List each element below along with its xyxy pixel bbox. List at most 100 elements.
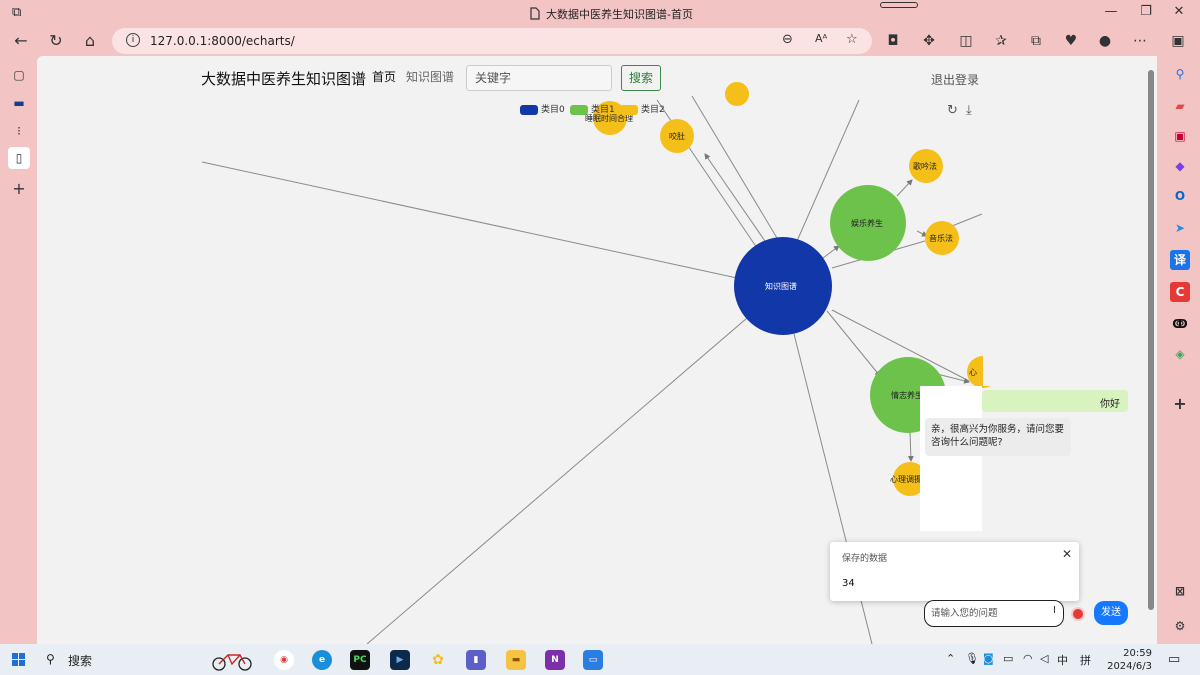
tray-wifi-icon[interactable]: ◠ (1023, 652, 1033, 665)
saved-panel-close-icon[interactable]: ✕ (1062, 547, 1073, 561)
send-button[interactable]: 发送 (1094, 601, 1128, 625)
page-scrollbar[interactable] (1147, 62, 1155, 636)
file-explorer-icon[interactable]: ▬ (506, 650, 526, 670)
nav-home-link[interactable]: 首页 (372, 70, 397, 84)
tray-volume-icon[interactable]: ◁ (1040, 652, 1049, 665)
sidebar-outlook-icon[interactable]: O (1174, 189, 1186, 203)
close-icon[interactable]: ✕ (1173, 4, 1185, 19)
ime-mode-indicator[interactable]: 拼 (1080, 654, 1091, 667)
sidebar-settings-gear-icon[interactable]: ⚙ (1174, 619, 1186, 633)
tab-pill-indicator (880, 2, 918, 8)
edge-icon[interactable]: e (312, 650, 332, 670)
clock-time: 20:59 (1123, 648, 1152, 659)
zoom-icon[interactable]: ⊖ (782, 32, 793, 47)
graph-node-geyin[interactable] (909, 149, 943, 183)
tray-battery-icon[interactable]: ▭ (1003, 652, 1014, 665)
tab-actions-icon[interactable]: ▢ (13, 68, 25, 82)
knowledge-graph[interactable]: 睡眠时间合理 咬肚 知识图谱 娱乐养生 歌吟法 音乐法 情志养生 心 心理调摄 (37, 56, 1157, 644)
visualstudio-icon[interactable]: ▶ (390, 650, 410, 670)
sidebar-briefcase-icon[interactable]: ▣ (1174, 129, 1186, 143)
back-icon[interactable]: ← (14, 31, 28, 50)
tray-app-icon[interactable]: ◙ (983, 652, 994, 665)
taskbar-clock[interactable]: 20:59 2024/6/3 (1106, 647, 1152, 673)
legend-item-1[interactable]: 类目1 (570, 102, 615, 115)
window-titlebar: ⧉ 大数据中医养生知识图谱-首页 — ❐ ✕ (0, 0, 1200, 26)
new-tab-icon[interactable]: + (12, 179, 26, 198)
legend-swatch-2 (620, 104, 638, 115)
graph-node-yaodu[interactable] (660, 119, 694, 153)
pycharm-icon[interactable]: PC (350, 650, 370, 670)
scrollbar-thumb[interactable] (1148, 70, 1154, 610)
split-screen-icon[interactable]: ◫ (959, 33, 973, 49)
chart-download-icon[interactable]: ⤓ (966, 103, 972, 118)
graph-node-center[interactable] (734, 237, 832, 335)
url-text: 127.0.0.1:8000/echarts/ (150, 34, 295, 48)
chrome-icon[interactable]: ◉ (274, 650, 294, 670)
refresh-icon[interactable]: ↻ (49, 31, 63, 50)
tray-expand-icon[interactable]: ⌃ (946, 652, 956, 665)
sidebar-copilot-icon[interactable]: ◆ (1175, 159, 1185, 173)
graph-node-label-yaodu: 咬肚 (669, 131, 685, 141)
home-icon[interactable]: ⌂ (84, 31, 96, 50)
sidebar-c-app-icon[interactable]: C (1170, 282, 1190, 302)
start-windows-icon[interactable] (12, 653, 26, 667)
legend-item-0[interactable]: 类目0 (520, 102, 565, 115)
read-aloud-icon[interactable]: Aᴬ (815, 32, 828, 45)
sidebar-game-icon[interactable]: ◈ (1175, 347, 1185, 361)
teams-icon[interactable]: ▮ (466, 650, 486, 670)
tab-terminal-icon[interactable]: ▬ (13, 96, 25, 110)
graph-node-entertainment[interactable] (830, 185, 906, 261)
legend-item-2[interactable]: 类目2 (620, 102, 665, 115)
clock-date: 2024/6/3 (1107, 661, 1152, 672)
chat-user-message: 你好 (982, 390, 1128, 412)
tab-dots-icon[interactable]: ⁝ (17, 124, 21, 138)
sidebar-customize-icon[interactable]: ⊠ (1174, 584, 1186, 598)
logout-link[interactable]: 退出登录 (931, 73, 980, 87)
more-menu-icon[interactable]: ⋯ (1133, 33, 1147, 49)
tab-current-page-icon[interactable]: ▯ (8, 147, 30, 169)
site-info-icon[interactable]: i (126, 33, 140, 47)
graph-node-label-music: 音乐法 (929, 233, 953, 243)
collections-icon[interactable]: ⧉ (1031, 33, 1041, 49)
sidebar-add-icon[interactable]: + (1173, 394, 1187, 413)
graph-node-psych[interactable] (893, 462, 927, 496)
chart-restore-icon[interactable]: ↻ (947, 103, 958, 118)
remote-desktop-icon[interactable]: ▭ (583, 650, 603, 670)
puzzle-icon[interactable]: ✥ (923, 33, 935, 49)
sidebar-tools-icon[interactable]: ▰ (1175, 99, 1185, 113)
voice-record-icon[interactable] (1073, 609, 1083, 619)
saved-data-panel: 保存的数据 ✕ 34 (830, 542, 1079, 601)
url-field[interactable]: i 127.0.0.1:8000/echarts/ ⊖ Aᴬ ☆ (112, 28, 872, 54)
nav-knowledge-graph-link[interactable]: 知识图谱 (406, 70, 455, 84)
sidebar-translate-icon[interactable]: 译 (1170, 250, 1190, 270)
graph-node-label-center: 知识图谱 (765, 281, 797, 291)
profile-avatar-icon[interactable]: ● (1098, 33, 1112, 49)
site-title: 大数据中医养生知识图谱 (201, 70, 367, 88)
ime-language-indicator[interactable]: 中 (1057, 654, 1068, 667)
search-button[interactable]: 搜索 (621, 65, 661, 91)
favorites-icon[interactable]: ✰ (995, 33, 1007, 49)
chat-question-input[interactable] (924, 600, 1064, 627)
sidebar-toggle-icon[interactable]: ▣ (1171, 33, 1185, 49)
graph-node-top[interactable] (725, 82, 749, 106)
sidebar-search-icon[interactable]: ⚲ (1175, 67, 1185, 81)
tray-mic-icon[interactable]: 🎙 (965, 652, 979, 665)
keyword-search-input[interactable] (466, 65, 612, 91)
workspaces-icon[interactable]: ⧉ (12, 5, 22, 20)
extension-icon[interactable]: ◘ (887, 33, 899, 49)
restore-icon[interactable]: ❐ (1140, 4, 1152, 19)
windows-taskbar: ⚲ 搜索 ◉ e PC ▶ ✿ ▮ ▬ N ▭ ⌃ 🎙 ◙ ▭ ◠ ◁ 中 拼 … (0, 644, 1200, 675)
notifications-icon[interactable]: ▭ (1168, 652, 1181, 667)
taskbar-search[interactable]: ⚲ 搜索 (38, 648, 262, 672)
vertical-tab-rail: ▢ ▬ ⁝ ▯ + (0, 56, 37, 644)
saved-data-title: 保存的数据 (842, 554, 888, 564)
sidebar-swirl-icon[interactable]: ↂ (1172, 317, 1188, 331)
graph-node-sleep[interactable] (593, 101, 627, 135)
navicat-icon[interactable]: ✿ (432, 652, 444, 668)
health-icon[interactable]: ♥ (1064, 33, 1078, 49)
onenote-icon[interactable]: N (545, 650, 565, 670)
minimize-icon[interactable]: — (1104, 4, 1118, 19)
favorite-star-icon[interactable]: ☆ (846, 32, 858, 47)
sidebar-send-icon[interactable]: ➤ (1174, 221, 1186, 235)
graph-node-music[interactable] (925, 221, 959, 255)
